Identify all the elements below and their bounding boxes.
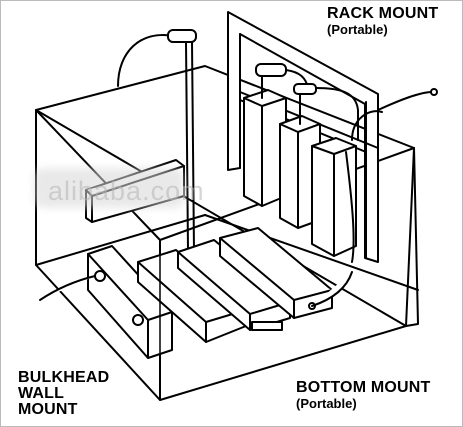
bulkhead-line-3: MOUNT <box>18 401 78 418</box>
rack-batteries <box>243 89 357 257</box>
bottom-mount-label: BOTTOM MOUNT (Portable) <box>296 379 431 411</box>
bulkhead-line-2: WALL <box>18 385 65 402</box>
rack-fillers <box>255 63 438 263</box>
left-filler <box>117 29 197 253</box>
box-back-wall <box>35 65 419 327</box>
box-floor-back <box>204 214 419 291</box>
box-front-bottom <box>159 325 407 401</box>
bottom-mount-subtitle: (Portable) <box>296 396 357 411</box>
watermark-blur <box>34 168 184 208</box>
bottom-mount-title: BOTTOM MOUNT <box>296 379 431 396</box>
rack-battery-3 <box>311 137 357 257</box>
bulkhead-line-1: BULKHEAD <box>18 369 110 386</box>
bulkhead-battery <box>39 245 173 359</box>
bottom-battery-2 <box>177 239 291 331</box>
rack-mount-title: RACK MOUNT <box>327 5 439 22</box>
bottom-batteries <box>137 227 353 343</box>
box-back-floor-edge <box>35 214 206 266</box>
watermark-text: alibaba.com <box>48 176 205 206</box>
box-right-edge <box>405 147 415 327</box>
bulkhead-mount-label: BULKHEAD WALL MOUNT <box>18 370 109 418</box>
rack-battery-1 <box>243 89 287 207</box>
rack-mount-subtitle: (Portable) <box>327 22 388 37</box>
rack-mount-label: RACK MOUNT (Portable) <box>327 5 439 37</box>
